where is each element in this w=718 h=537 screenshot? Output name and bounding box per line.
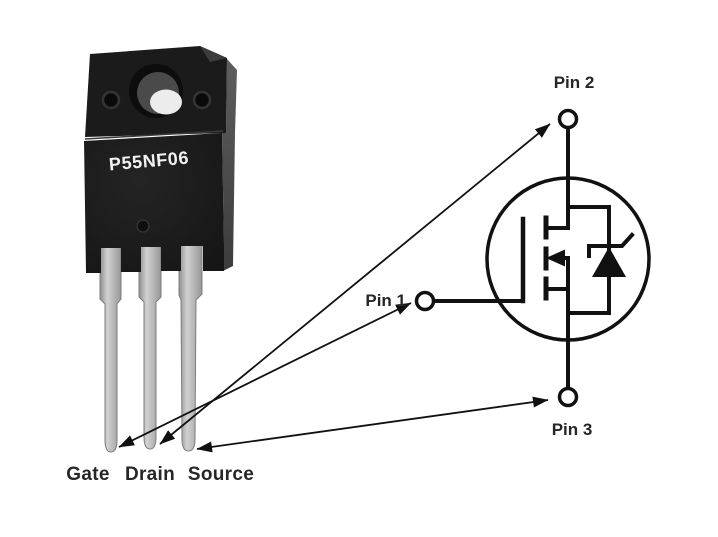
substrate-arrow <box>546 249 565 267</box>
arrow-pin3-to-source <box>196 396 549 453</box>
gate-lead <box>99 241 122 453</box>
pin3-label: Pin 3 <box>551 420 593 439</box>
pin1-label: Pin 1 <box>365 291 406 310</box>
source-label: Source <box>187 464 255 485</box>
right-dimple <box>192 90 212 110</box>
arrow-pin1-to-gate <box>118 302 412 448</box>
drain-label: Drain <box>124 464 176 485</box>
mounting-hole <box>129 64 183 118</box>
left-dimple <box>101 90 121 110</box>
pointer-arrows <box>118 123 551 453</box>
pin1-terminal <box>414 290 436 312</box>
diode-triangle <box>592 247 626 277</box>
pin2-terminal <box>557 108 579 130</box>
mosfet-schematic <box>414 108 651 408</box>
package-photo <box>84 46 237 453</box>
pin3-terminal <box>557 386 579 408</box>
gate-label: Gate <box>66 464 110 485</box>
pin2-label: Pin 2 <box>553 73 595 92</box>
diode-cathode-bar <box>587 232 635 258</box>
tab-corner-bevel <box>200 46 227 62</box>
drain-lead <box>138 241 162 450</box>
body-diode <box>587 205 635 315</box>
package-leads <box>99 241 203 453</box>
mold-dimple <box>136 219 150 233</box>
